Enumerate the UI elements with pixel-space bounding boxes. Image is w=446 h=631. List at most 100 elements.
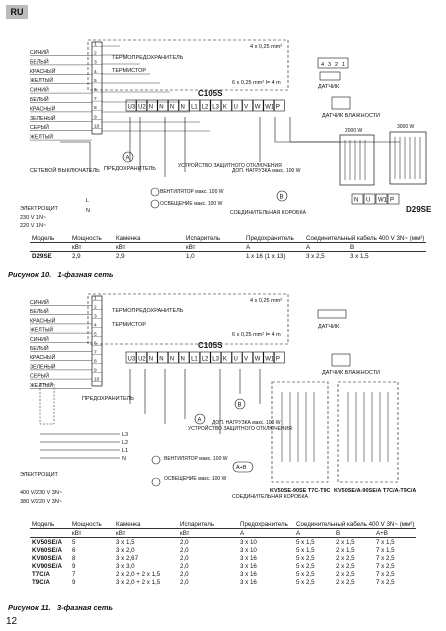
controller-terminal: L2: [202, 105, 209, 111]
controller-label: C105S: [198, 89, 223, 98]
wire-label: ЗЕЛЕНЫЙ: [30, 114, 56, 122]
table-cell: 7 x 2,5: [376, 570, 395, 578]
wire-label: СИНИЙ: [30, 335, 49, 343]
th-model: Модель: [30, 234, 70, 243]
fan-label: ВЕНТИЛЯТОР макс. 100 W: [164, 456, 228, 462]
th-fuse: Предохранитель: [238, 520, 294, 529]
unit: кВт: [70, 528, 114, 538]
table-cell: 3 x 10: [240, 538, 257, 546]
terminal-number: 7: [94, 350, 97, 356]
th-fuse: Предохранитель: [244, 234, 304, 243]
table-cell: 5: [72, 538, 76, 546]
wire-color-list: СИНИЙБЕЛЫЙКРАСНЫЙЖЕЛТЫЙСИНИЙБЕЛЫЙКРАСНЫЙ…: [30, 48, 92, 141]
table-cell: KV90SE/A: [32, 562, 62, 570]
controller-terminal: K: [223, 105, 227, 111]
table-cell: 2,0: [180, 578, 189, 586]
table-cell: 5 x 2,5: [296, 562, 315, 570]
controller-terminal: L2: [202, 357, 209, 363]
wire-label: ЖЕЛТЫЙ: [30, 326, 53, 334]
controller-terminal: L1: [191, 105, 198, 111]
terminal-number: 1: [94, 42, 97, 48]
table-cell: 2 x 2,5: [336, 570, 355, 578]
table-cell: 3 x 2,0 + 2 x 1,5: [116, 578, 161, 586]
figure-caption-11: Рисунок 11. 3-фазная сеть: [8, 603, 113, 612]
th-heater: Каменка: [114, 234, 184, 243]
controller-terminal: N: [149, 357, 153, 363]
model-right-label: KV50SE/A-90SE/A T7C/A-T9C/A: [334, 488, 416, 494]
wire-label: БЕЛЫЙ: [30, 95, 49, 103]
terminal-number: 9: [94, 114, 97, 120]
wire-label: СЕРЫЙ: [30, 372, 49, 380]
table-cell: 1,0: [186, 252, 195, 260]
controller-terminal: U2: [138, 105, 146, 111]
fan-icon: [150, 187, 160, 197]
thermistor-label: ТЕРМИСТОР: [112, 322, 146, 328]
wire-label: СЕРЫЙ: [30, 123, 49, 131]
wire-label: КРАСНЫЙ: [30, 353, 56, 361]
unit: кВт: [178, 528, 238, 538]
wire-label: БЕЛЫЙ: [30, 57, 49, 65]
table-cell: 7: [72, 570, 76, 578]
wire-label: ЖЕЛТЫЙ: [30, 76, 53, 84]
cable-mid-label: 6 x 0,25 mm² l= 4 m: [232, 80, 281, 86]
table-cell: 3 x 16: [240, 562, 257, 570]
controller-terminal: U3: [128, 357, 136, 363]
junction-box-label: СОЕДИНИТЕЛЬНАЯ КОРОБКА: [230, 210, 306, 216]
table-cell: 5 x 1,5: [296, 538, 315, 546]
terminal-number: 4: [94, 69, 97, 75]
heater-terminal: U: [366, 198, 370, 204]
controller-terminal: U2: [138, 357, 146, 363]
table-cell: 5 x 1,5: [296, 546, 315, 554]
phase-n: N: [86, 208, 90, 214]
table-cell: 3 x 16: [240, 554, 257, 562]
table-cell: KV50SE/A: [32, 538, 62, 546]
unit: кВт: [114, 528, 178, 538]
wire-label: СИНИЙ: [30, 86, 49, 94]
label-a: A: [198, 418, 202, 424]
light-bulb-icon: [151, 477, 161, 487]
model-label: D29SE: [406, 205, 432, 214]
junction-box-label: СОЕДИНИТЕЛЬНАЯ КОРОБКА: [232, 494, 308, 500]
humidity-sensor-label: ДАТЧИК ВЛАЖНОСТИ: [322, 370, 380, 376]
supply-380: 380 V/220 V 3N~: [20, 499, 62, 505]
table-cell: 2 x 2,5: [336, 554, 355, 562]
controller-terminal: V: [244, 105, 248, 111]
th-model: Модель: [30, 520, 70, 529]
thermo-fuse-label: ТЕРМОПРЕДОХРАНИТЕЛЬ: [112, 308, 184, 314]
table-cell: T7C/A: [32, 570, 50, 578]
extra-load-label: ДОП. НАГРУЗКА макс. 100 W: [232, 168, 301, 174]
controller-terminal: N: [170, 105, 174, 111]
controller-terminal: V: [244, 357, 248, 363]
unit: кВт: [70, 242, 114, 252]
table-cell: 5 x 2,5: [296, 570, 315, 578]
terminal-number: 2: [94, 305, 97, 311]
table-cell: 3 x 10: [240, 546, 257, 554]
heater-element-right: [389, 131, 427, 185]
controller-terminal: W1: [265, 105, 275, 111]
table-cell: 3 x 2,67: [116, 554, 139, 562]
table-cell: 2 x 2,5: [336, 578, 355, 586]
heater-right-frame: [337, 381, 399, 483]
label-b: B: [280, 195, 284, 201]
wire-label: КРАСНЫЙ: [30, 104, 56, 112]
cable-top-label: 4 x 0,25 mm²: [250, 298, 282, 304]
unit: B: [334, 528, 374, 538]
terminal-number: 8: [94, 359, 97, 365]
table-cell: 7 x 2,5: [376, 562, 395, 570]
wire-label: КРАСНЫЙ: [30, 67, 56, 75]
controller-terminal: U: [234, 105, 238, 111]
rcd-label: УСТРОЙСТВО ЗАЩИТНОГО ОТКЛЮЧЕНИЯ: [188, 424, 292, 432]
supply-title: ЭЛЕКТРОЩИТ: [20, 472, 59, 478]
light-label: ОСВЕЩЕНИЕ макс. 100 W: [160, 201, 223, 207]
fan-icon: [151, 455, 161, 465]
humidity-sensor-label: ДАТЧИК ВЛАЖНОСТИ: [322, 113, 380, 119]
terminal-number: 9: [94, 368, 97, 374]
